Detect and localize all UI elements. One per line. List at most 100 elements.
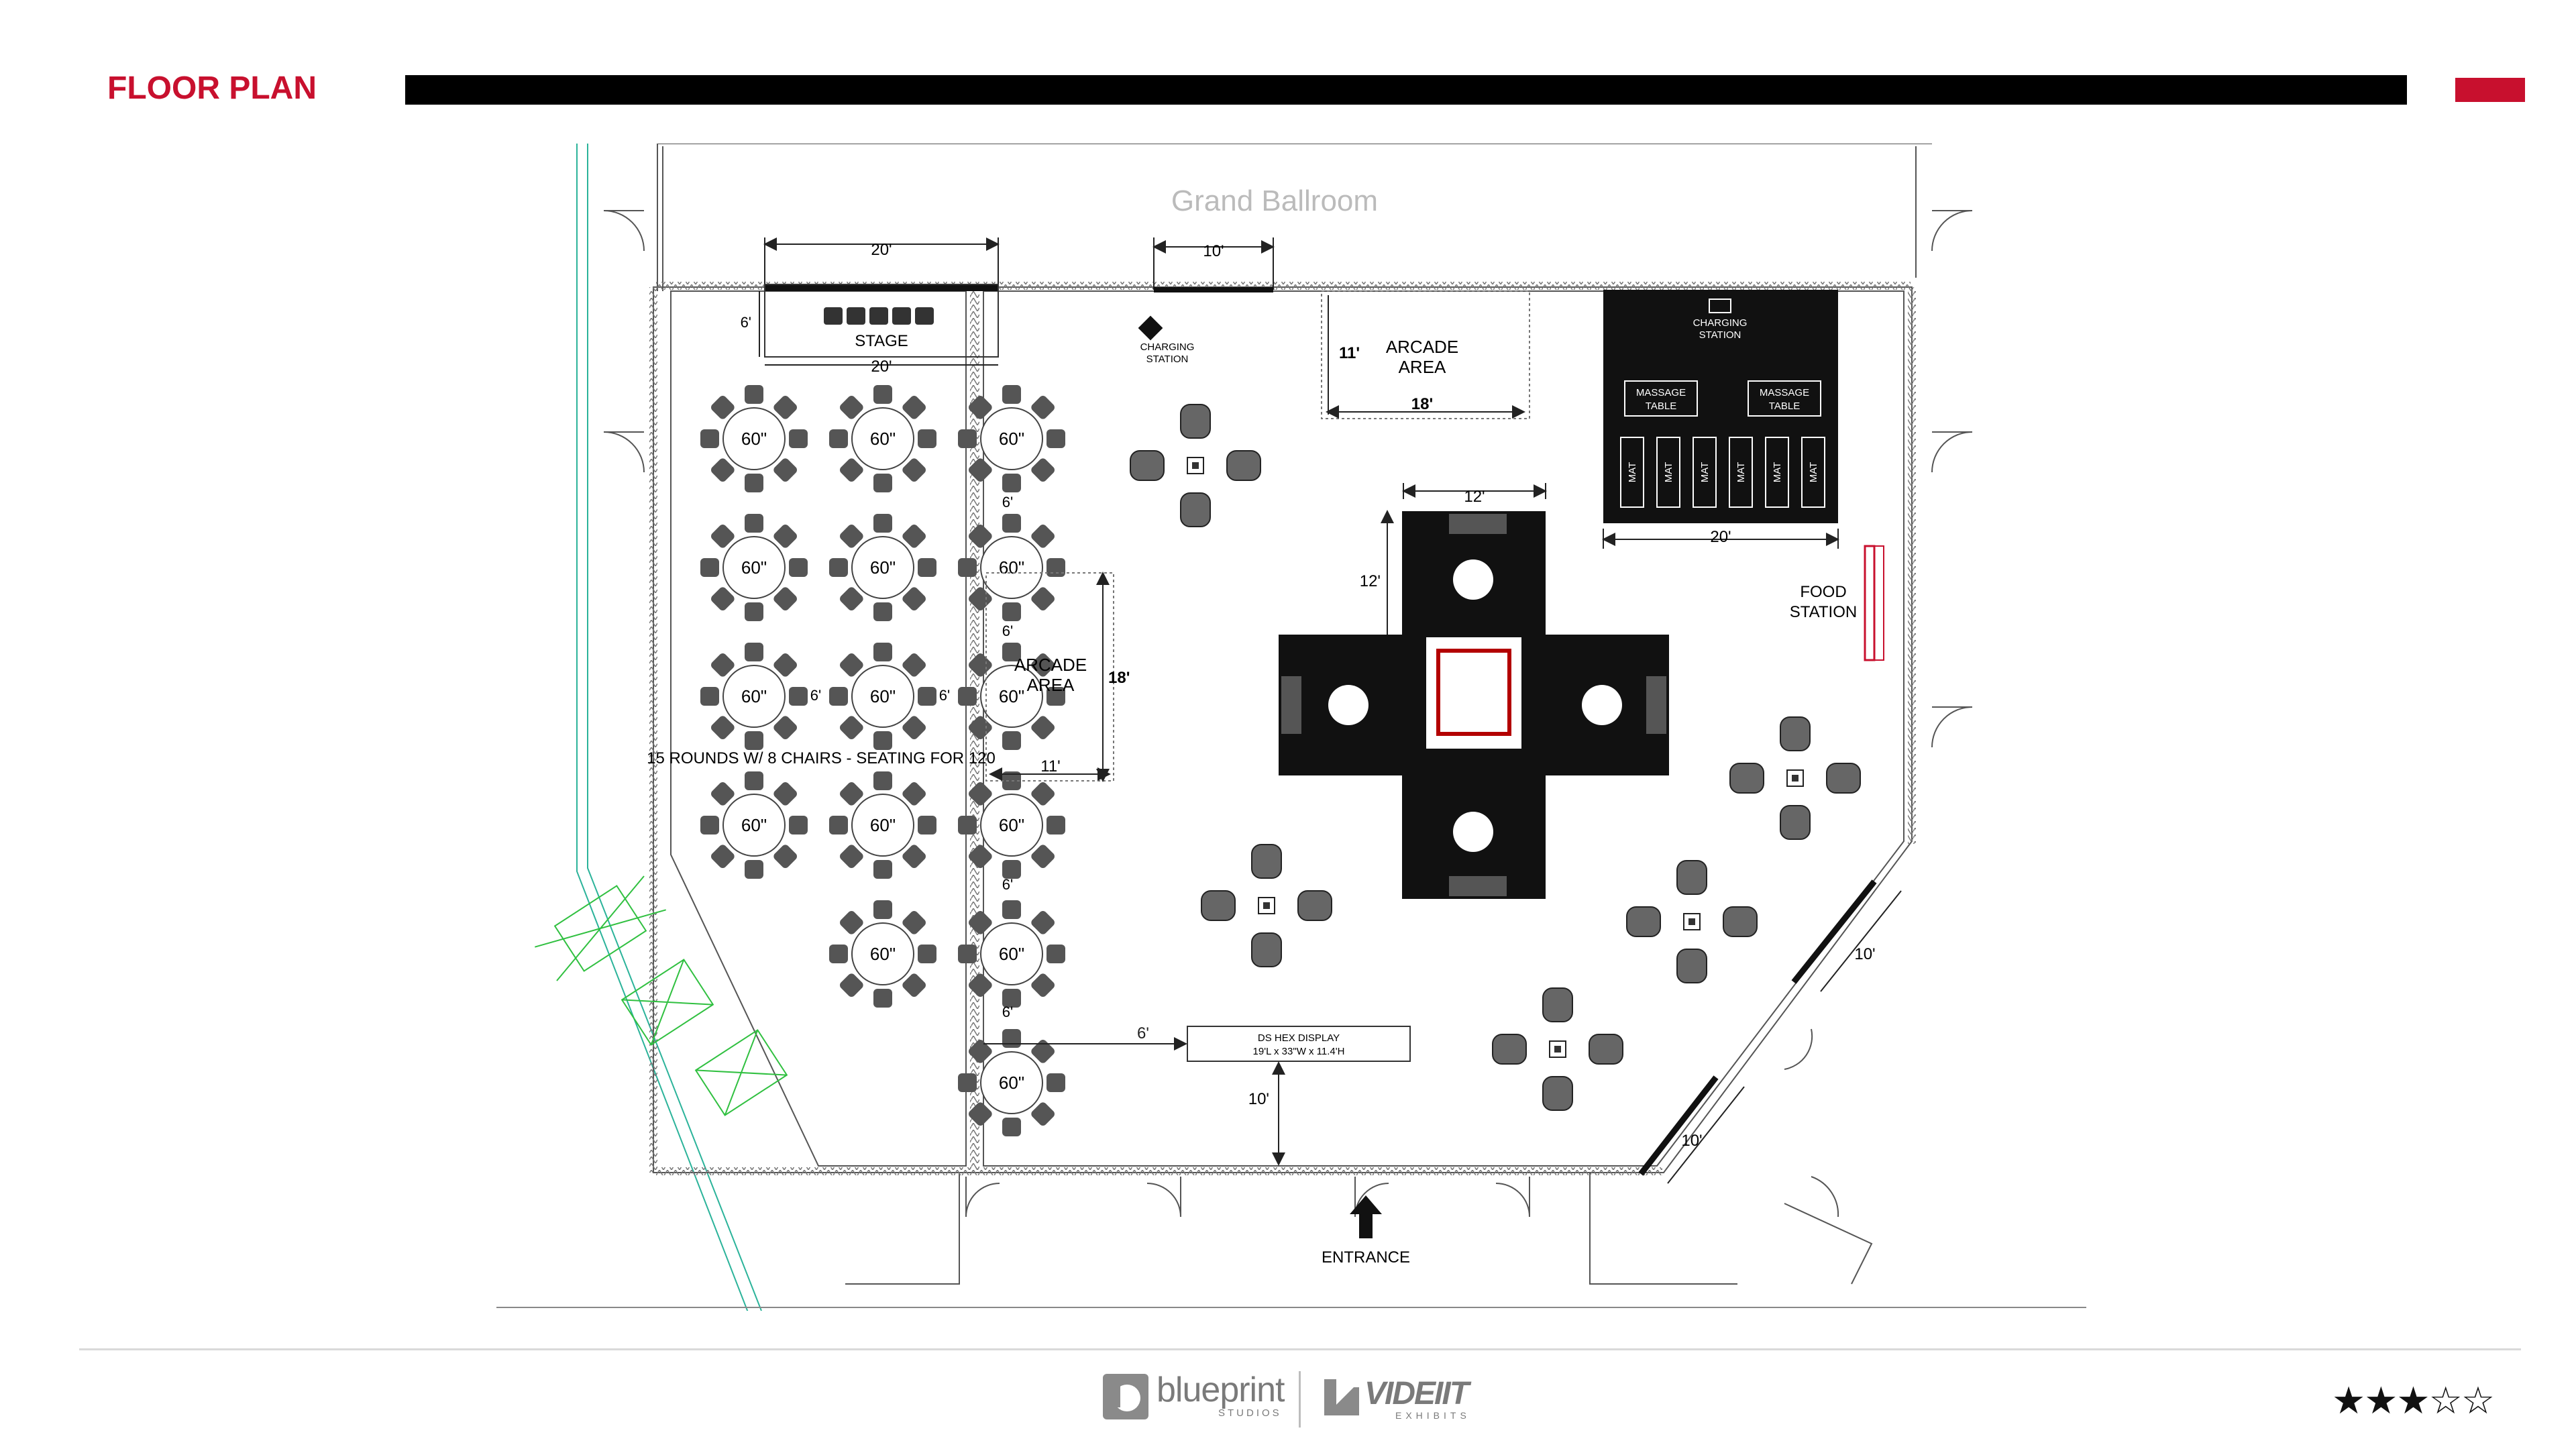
chair	[773, 458, 797, 482]
lounge-chair	[1676, 949, 1707, 983]
mat	[1693, 437, 1717, 508]
blueprint-logo-text: blueprint	[1157, 1370, 1285, 1409]
chair	[773, 587, 797, 610]
table-size-label: 60"	[741, 557, 767, 578]
chair	[902, 782, 926, 806]
chair	[1031, 525, 1055, 548]
chair	[1031, 653, 1055, 677]
chair	[873, 385, 892, 404]
page-title: FLOOR PLAN	[107, 70, 317, 106]
chair	[773, 782, 797, 806]
table-spacing-labels: 6' 6' 6' 6' 6' 6'	[810, 494, 1013, 1020]
chair	[789, 816, 808, 835]
mat	[1729, 437, 1753, 508]
chair	[840, 653, 863, 677]
chair	[840, 973, 863, 997]
chair	[829, 687, 848, 706]
spacing-label: 6'	[939, 687, 950, 704]
chair	[1002, 989, 1021, 1008]
chair	[745, 385, 763, 404]
massage-table-2-line1: MASSAGE	[1760, 387, 1809, 398]
footer-logos: blueprint STUDIOS VIDEIIT EXHIBITS	[1100, 1368, 1503, 1433]
chair	[745, 860, 763, 879]
chair	[711, 458, 735, 482]
mat	[1801, 437, 1825, 508]
chair	[711, 587, 735, 610]
doors	[603, 210, 1973, 1285]
chair	[969, 458, 992, 482]
chair	[1002, 731, 1021, 750]
chair	[918, 687, 936, 706]
table-top	[980, 794, 1043, 857]
food-station-line2: STATION	[1790, 603, 1857, 621]
round-table: 60"	[829, 514, 936, 621]
chair	[902, 587, 926, 610]
lounge-cluster	[1626, 860, 1758, 983]
round-table: 60"	[829, 643, 936, 750]
videiit-logo-text: VIDEIIT	[1364, 1376, 1469, 1411]
round-table: 60"	[958, 385, 1065, 492]
chair	[969, 911, 992, 934]
chair	[902, 973, 926, 997]
lounge-chair	[1226, 450, 1261, 481]
lounge-chair	[1130, 450, 1165, 481]
round-tables: 60"60"60"60"60"60"60"60"60"60"60"60"60"6…	[700, 385, 1065, 1136]
title-accent	[2455, 78, 2525, 102]
mat-label: MAT	[1663, 462, 1674, 483]
chair	[1031, 1102, 1055, 1126]
stage-dim-bottom: 20'	[871, 358, 892, 376]
chair	[958, 1073, 977, 1092]
chair	[773, 525, 797, 548]
chair	[1002, 385, 1021, 404]
cross-dim-h: 12'	[1360, 572, 1381, 590]
table-top	[980, 536, 1043, 599]
chair	[1002, 900, 1021, 919]
chair	[873, 514, 892, 533]
chair	[1046, 945, 1065, 963]
table-top	[722, 407, 786, 470]
mat	[1620, 437, 1644, 508]
wellness-charging-line2: STATION	[1699, 329, 1741, 341]
top-bar: 10'	[1152, 237, 1275, 292]
chair	[745, 514, 763, 533]
round-table: 60"	[958, 771, 1065, 879]
side-table-center	[1688, 918, 1695, 925]
table-top	[851, 922, 914, 985]
table-size-label: 60"	[999, 557, 1024, 578]
lounge-chair	[1492, 1034, 1527, 1065]
chair	[969, 653, 992, 677]
massage-table-1-line2: TABLE	[1646, 400, 1676, 412]
chair	[829, 558, 848, 577]
chair	[1031, 973, 1055, 997]
chair	[711, 525, 735, 548]
side-table-center	[1554, 1046, 1561, 1053]
side-table-center	[1192, 462, 1199, 469]
food-station: FOOD STATION	[1790, 545, 1884, 661]
chair	[1046, 687, 1065, 706]
chair	[840, 845, 863, 868]
lounge-cluster	[1729, 716, 1861, 840]
round-table: 60"	[829, 900, 936, 1008]
chair	[773, 845, 797, 868]
chair	[969, 396, 992, 419]
chair	[700, 558, 719, 577]
arcade-area-top: ARCADE AREA 11' 18'	[1321, 290, 1530, 419]
entrance: ENTRANCE	[1322, 1195, 1410, 1267]
charging-station-left-line1: CHARGING	[1140, 341, 1195, 353]
side-table-center	[1792, 775, 1799, 782]
wellness-area: CHARGING STATION MASSAGE TABLE MASSAGE T…	[1602, 290, 1839, 549]
chair	[873, 989, 892, 1008]
table-size-label: 60"	[870, 429, 896, 449]
chair	[902, 396, 926, 419]
table-top	[980, 1051, 1043, 1114]
wellness-dim: 20'	[1710, 528, 1731, 546]
arcade-top-line2: AREA	[1399, 357, 1446, 377]
chair	[745, 643, 763, 661]
chair	[1031, 716, 1055, 739]
chair	[1031, 1040, 1055, 1063]
top-dim: 10'	[1203, 242, 1224, 260]
chair	[773, 716, 797, 739]
chair	[958, 816, 977, 835]
spacing-label: 6'	[1002, 623, 1013, 639]
chair	[840, 587, 863, 610]
